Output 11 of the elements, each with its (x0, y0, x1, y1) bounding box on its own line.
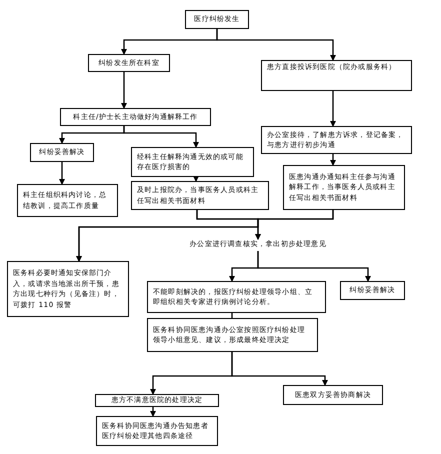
arrow (257, 251, 371, 282)
arrow (330, 91, 336, 127)
arrow (121, 72, 127, 109)
arrow (216, 29, 336, 61)
arrow (150, 407, 156, 417)
arrow (76, 210, 334, 262)
arrow (330, 154, 336, 166)
arrow (231, 352, 328, 386)
arrow (193, 176, 199, 182)
arrow (123, 126, 199, 148)
arrow (59, 162, 65, 185)
